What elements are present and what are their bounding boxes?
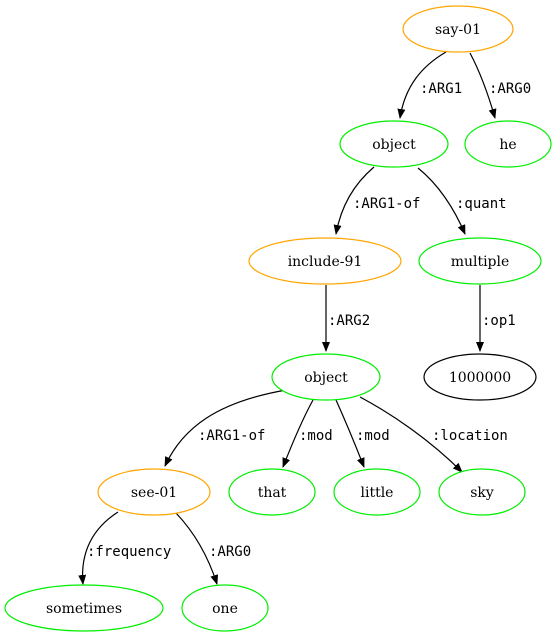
- edge-see-sometimes: :frequency: [78, 511, 171, 585]
- node-label-he: he: [499, 137, 516, 153]
- edge-label-object2-little: :mod: [356, 428, 390, 444]
- node-sky[interactable]: sky: [438, 468, 526, 516]
- edge-label-object2-see: :ARG1-of: [198, 428, 265, 444]
- node-multiple[interactable]: multiple: [418, 237, 542, 285]
- node-label-object-1: object: [372, 137, 416, 153]
- edge-label-object2-that: :mod: [299, 428, 333, 444]
- node-say-01[interactable]: say-01: [402, 5, 514, 53]
- node-see-01[interactable]: see-01: [97, 468, 211, 516]
- node-label-sky: sky: [470, 485, 494, 501]
- node-label-see-01: see-01: [131, 485, 177, 501]
- edge-say-he: :ARG0: [469, 52, 531, 119]
- edge-object2-see: :ARG1-of: [164, 389, 287, 467]
- node-one[interactable]: one: [181, 584, 269, 632]
- edge-object2-little: :mod: [335, 399, 390, 468]
- node-label-that: that: [258, 485, 287, 501]
- edge-label-say-he: :ARG0: [489, 81, 531, 97]
- edge-multiple-number: :op1: [476, 285, 516, 352]
- edge-object2-sky: :location: [359, 396, 508, 473]
- node-label-one: one: [212, 601, 238, 617]
- node-label-sometimes: sometimes: [46, 601, 122, 617]
- node-label-include-91: include-91: [288, 254, 363, 270]
- edge-see-one: :ARG0: [175, 512, 251, 585]
- edge-label-object2-sky: :location: [432, 428, 508, 444]
- edge-object2-that: :mod: [282, 399, 333, 468]
- edge-label-see-sometimes: :frequency: [87, 544, 171, 560]
- edge-label-include-object2: :ARG2: [328, 313, 370, 329]
- node-little[interactable]: little: [333, 468, 421, 516]
- node-object-1[interactable]: object: [339, 120, 449, 168]
- node-include-91[interactable]: include-91: [248, 237, 402, 285]
- node-1000000[interactable]: 1000000: [423, 353, 537, 401]
- node-label-1000000: 1000000: [449, 370, 511, 386]
- node-label-say-01: say-01: [435, 22, 481, 38]
- edge-label-say-object1: :ARG1: [420, 81, 462, 97]
- edge-label-object1-include: :ARG1-of: [353, 196, 420, 212]
- node-sometimes[interactable]: sometimes: [4, 584, 164, 632]
- edge-include-object2: :ARG2: [322, 285, 370, 352]
- node-label-object-2: object: [304, 370, 348, 386]
- node-label-little: little: [361, 485, 394, 501]
- node-that[interactable]: that: [228, 468, 316, 516]
- edge-object1-include: :ARG1-of: [333, 166, 420, 235]
- edge-label-multiple-number: :op1: [482, 313, 516, 329]
- node-label-multiple: multiple: [451, 254, 510, 270]
- edge-say-object1: :ARG1: [397, 51, 462, 119]
- edge-label-see-one: :ARG0: [209, 544, 251, 560]
- node-he[interactable]: he: [464, 120, 552, 168]
- edge-label-object1-multiple: :quant: [456, 196, 507, 212]
- edge-object1-multiple: :quant: [417, 167, 507, 235]
- node-object-2[interactable]: object: [271, 353, 381, 401]
